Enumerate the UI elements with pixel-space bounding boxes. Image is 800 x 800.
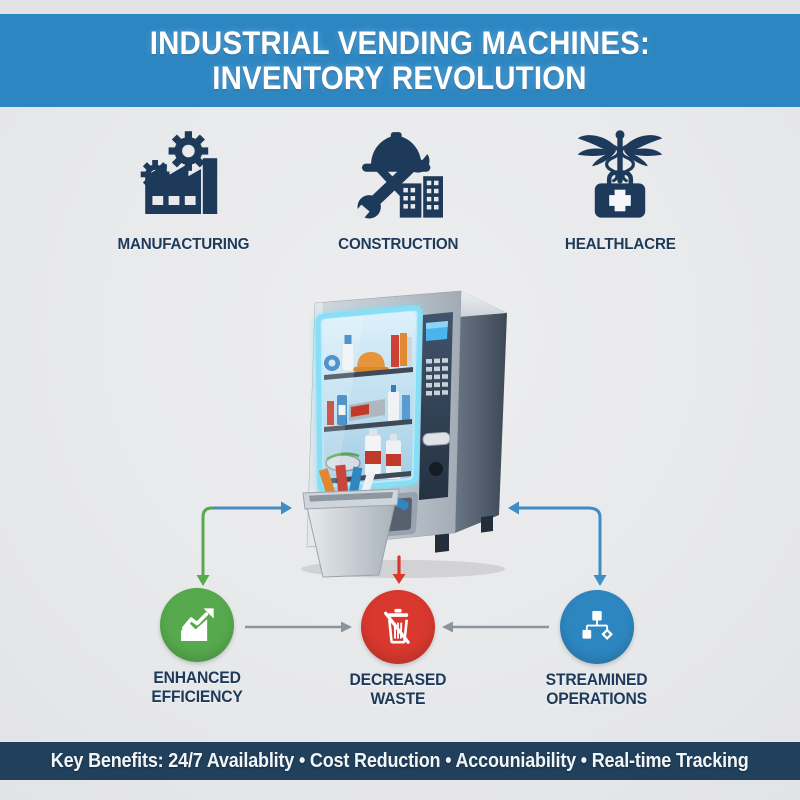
top-strip (0, 0, 800, 14)
machine-handle (422, 431, 451, 447)
arrow-machine-left-connector (196, 501, 292, 586)
benefit-enhanced-efficiency: ENHANCED EFFICIENCY (117, 588, 277, 707)
machine-keyhole (429, 462, 443, 476)
hardhat-wrench-icon (354, 132, 443, 220)
industry-label-manufacturing: MANUFACTURING (117, 236, 249, 253)
industry-healthcare: HEALTHLACRE (530, 124, 710, 254)
key-benefits-text: Key Benefits: 24/7 Availablity • Cost Re… (51, 749, 749, 772)
caduceus-medkit-icon (577, 130, 663, 218)
benefit-label-efficiency: ENHANCED EFFICIENCY (151, 669, 243, 706)
industry-manufacturing: MANUFACTURING (93, 124, 273, 254)
vending-machine-illustration (301, 290, 507, 578)
benefit-decreased-waste: DECREASED WASTE (318, 590, 478, 709)
benefit-label-operations: STREAMINED OPERATIONS (546, 671, 648, 708)
efficiency-circle (160, 588, 234, 662)
machine-bucket (302, 464, 400, 578)
header-banner: INDUSTRIAL VENDING MACHINES: INVENTORY R… (0, 14, 800, 107)
benefit-label-waste: DECREASED WASTE (349, 671, 447, 708)
growth-chart-icon (181, 608, 214, 641)
benefit-streamlined-operations: STREAMINED OPERATIONS (517, 590, 677, 709)
footer-banner: Key Benefits: 24/7 Availablity • Cost Re… (0, 742, 800, 780)
industry-label-construction: CONSTRUCTION (337, 236, 459, 253)
gears-factory-icon (140, 131, 218, 214)
operations-circle (560, 590, 634, 664)
flowchart-icon (582, 611, 613, 641)
machine-feet (435, 515, 493, 553)
crossed-trash-icon (384, 608, 410, 644)
machine-window (315, 305, 423, 493)
machine-keypad (419, 312, 453, 500)
industry-label-healthcare: HEALTHLACRE (564, 236, 676, 253)
page-title-line2: INVENTORY REVOLUTION (212, 59, 588, 96)
industry-construction: CONSTRUCTION (308, 124, 488, 254)
waste-circle (361, 590, 435, 664)
arrow-machine-right-connector (508, 501, 607, 586)
page-title-line1: INDUSTRIAL VENDING MACHINES: (149, 24, 651, 61)
